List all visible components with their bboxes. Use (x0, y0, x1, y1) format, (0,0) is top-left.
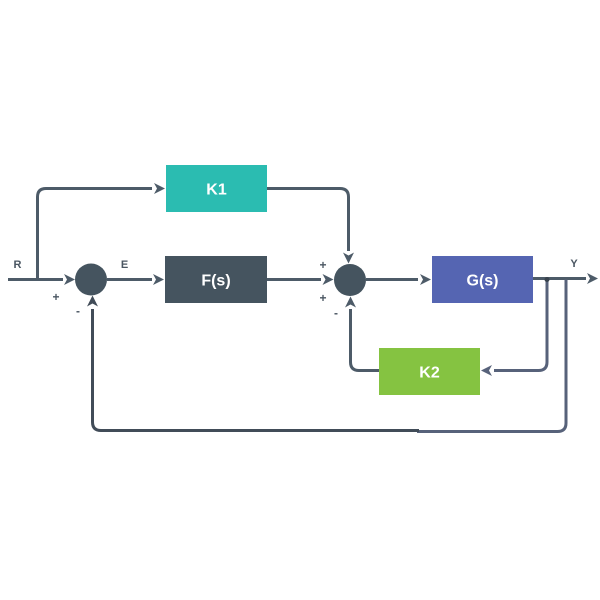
connectors-feedback (417, 279, 568, 433)
block-k2 (379, 348, 480, 395)
arrowheads-outer (87, 295, 98, 307)
block-g (432, 256, 533, 303)
connector-k2-to-sum2 (349, 309, 379, 372)
arrowhead-into-k1-icon (154, 183, 165, 194)
sum1-plus-sign: + (52, 290, 59, 304)
arrowheads-feedback (481, 365, 492, 376)
connector-k1-to-sum2 (267, 187, 350, 251)
arrowhead-output-y-icon (587, 273, 598, 284)
arrowhead-into-sum2-left-icon (322, 274, 334, 285)
block-k2-label: K2 (419, 365, 440, 382)
summing-junction-2 (334, 264, 366, 296)
sum2-plus-bottom-sign: + (319, 291, 326, 305)
connectors-main (8, 187, 586, 372)
connector-g-to-k2 (494, 279, 549, 372)
connector-outer-feedback-left (91, 309, 419, 432)
arrowhead-into-sum2-top-icon (343, 252, 354, 264)
arrowhead-into-f-icon (153, 274, 164, 285)
error-signal-label: E (121, 259, 128, 271)
sum2-minus-sign: - (334, 306, 338, 320)
block-k1 (166, 165, 267, 212)
arrowhead-into-sum2-bottom-icon (345, 296, 356, 308)
arrowheads-main (64, 183, 598, 308)
block-labels: K1 F(s) G(s) K2 (201, 182, 498, 382)
block-f (165, 256, 267, 303)
arrowhead-into-sum1-icon (64, 274, 75, 285)
sum1-minus-sign: - (76, 304, 80, 318)
signal-labels: R E Y + - + + - (14, 258, 579, 320)
block-k1-label: K1 (206, 182, 227, 199)
output-signal-label: Y (570, 258, 578, 270)
branch-point-dot (544, 277, 550, 282)
block-f-label: F(s) (201, 273, 230, 290)
arrowhead-into-sum1-bottom-icon (87, 295, 98, 307)
connectors-outer-left (91, 309, 419, 432)
input-signal-label: R (14, 259, 22, 271)
block-g-label: G(s) (467, 273, 499, 290)
connector-outer-feedback-right (417, 279, 568, 433)
sum2-plus-top-sign: + (319, 258, 326, 272)
arrowhead-into-g-icon (420, 274, 431, 285)
summing-junction-1 (75, 263, 107, 296)
arrowhead-into-k2-icon (481, 365, 492, 376)
connector-branch-to-k1 (36, 187, 152, 280)
